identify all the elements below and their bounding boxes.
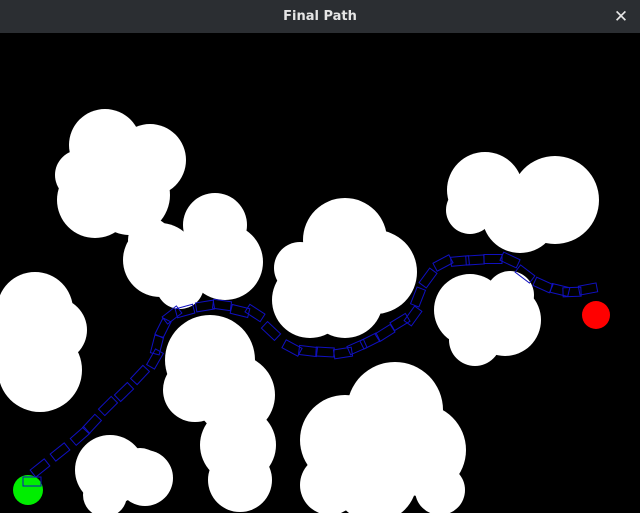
path-pose	[154, 317, 172, 339]
obstacle-right-middle	[434, 271, 541, 366]
obstacle-bottom-left	[75, 435, 173, 513]
path-pose	[549, 282, 571, 298]
path-pose	[403, 305, 423, 327]
close-glyph: ✕	[613, 7, 629, 27]
path-pose	[244, 303, 266, 323]
path-pose	[211, 298, 233, 312]
path-pose	[97, 395, 119, 417]
path-poses	[29, 251, 599, 478]
obstacle-bottom-center	[300, 362, 466, 513]
path-pose	[483, 254, 503, 264]
path-pose	[374, 323, 396, 343]
path-pose	[81, 413, 103, 435]
path-pose	[297, 344, 319, 358]
path-pose	[29, 458, 51, 478]
path-pose	[432, 254, 454, 272]
path-pose	[260, 320, 282, 342]
obstacle-top-left	[55, 109, 186, 238]
obstacles	[0, 109, 599, 513]
path-pose	[174, 303, 196, 319]
window-titlebar: Final Path ✕	[0, 0, 640, 33]
start-pose	[22, 476, 42, 487]
path-pose	[577, 282, 599, 296]
obstacle-top-right	[446, 152, 599, 253]
path-pose	[532, 276, 554, 294]
path-pose	[145, 348, 165, 370]
path-pose	[562, 286, 582, 298]
obstacle-center-column	[163, 315, 276, 512]
path-pose	[229, 303, 251, 319]
path-pose	[389, 312, 411, 332]
path-pose	[409, 286, 427, 308]
close-icon[interactable]: ✕	[610, 6, 632, 28]
obstacle-left-edge	[0, 272, 87, 412]
goal-marker	[582, 301, 610, 329]
path-pose	[514, 264, 536, 284]
path-pose	[69, 425, 91, 447]
window-title: Final Path	[283, 9, 357, 24]
start-marker	[13, 475, 43, 505]
obstacle-center	[272, 198, 417, 338]
path-pose	[49, 442, 71, 462]
path-pose	[450, 255, 470, 267]
path-pose	[346, 338, 368, 356]
path-pose	[359, 332, 381, 350]
scene-svg	[0, 109, 610, 513]
path-pose	[315, 346, 335, 358]
path-pose	[194, 299, 216, 313]
path-pose	[161, 305, 183, 325]
path-pose	[281, 339, 303, 357]
path-pose	[129, 364, 151, 386]
path-pose	[499, 251, 521, 269]
path-pose	[113, 381, 135, 403]
path-pose	[418, 267, 438, 289]
path-pose	[332, 346, 354, 360]
path-canvas	[0, 33, 640, 513]
obstacle-mid-left	[123, 193, 263, 309]
